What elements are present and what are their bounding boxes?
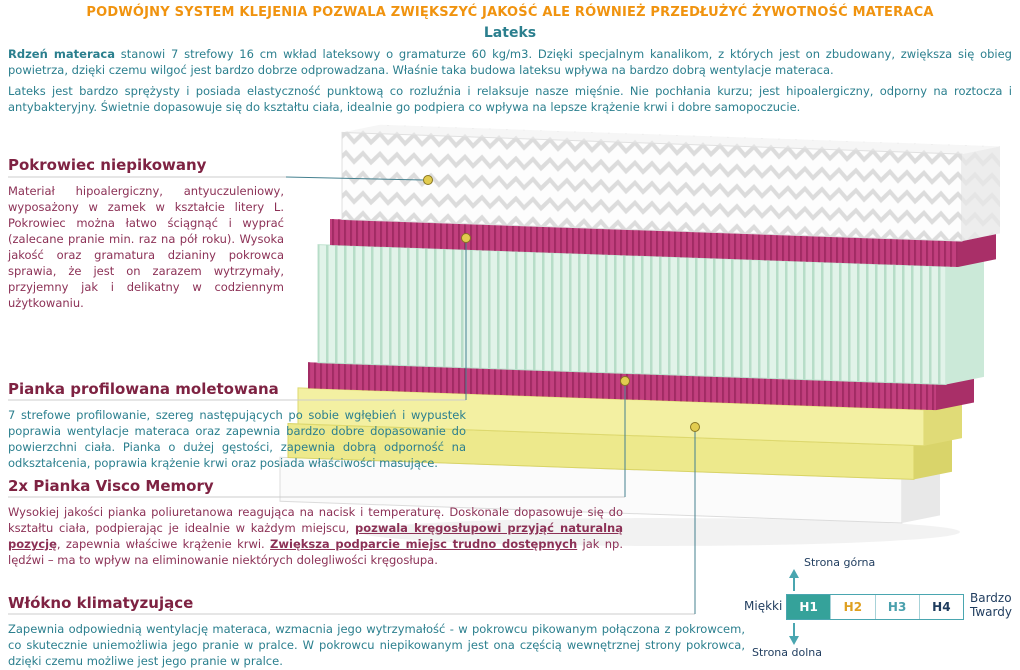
layer-cover-end-quilt [962,146,1000,242]
hardness-hard-label-line1: Bardzo [970,591,1012,605]
arrow-up-icon [789,569,799,591]
arrow-down-icon [789,623,799,645]
layer-visco-memory-1-end [924,402,962,446]
section-wlokno-text: Zapewnia odpowiednią wentylację materaca… [8,622,745,668]
section-pianka-profilowana-title: Pianka profilowana moletowana [8,380,279,398]
layer-base-foam-end [902,471,940,524]
visco-text-2: , zapewnia właściwe krążenie krwi. [56,537,271,551]
section-lateks: Lateks Rdzeń materaca stanowi 7 strefowy… [8,25,1012,120]
section-wlokno-title: Włókno klimatyzujące [8,594,194,612]
layer-cover-front-quilt [342,132,962,242]
layer-visco-memory-2-end [914,437,952,480]
visco-highlight-2: Zwiększa podparcie miejsc trudno dostępn… [270,537,578,551]
lateks-paragraph-1-lead: Rdzeń materaca [8,47,115,61]
hardness-level-h2: H2 [831,595,876,619]
hardness-level-h4: H4 [932,600,951,614]
callout-line-cover [285,176,425,181]
section-pianka-profilowana-text: 7 strefowe profilowanie, szereg następuj… [8,408,466,470]
section-visco-memory-title: 2x Pianka Visco Memory [8,477,214,495]
callout-dot-wlokno [690,422,700,432]
hardness-soft-label: Miękki [744,599,783,613]
hardness-hard-label-line2: Twardy [970,605,1012,619]
layer-latex-core-end [946,258,984,385]
section-lateks-title: Lateks [483,25,537,41]
section-visco-memory-text: Wysokiej jakości pianka poliuretanowa re… [8,504,623,568]
mattress-illustration [279,124,1000,524]
hardness-levels-box: H1 H2 H3 H4 [786,594,964,620]
top-banner: PODWÓJNY SYSTEM KLEJENIA POZWALA ZWIĘKSZ… [86,5,934,20]
lateks-paragraph-1: Rdzeń materaca stanowi 7 strefowy 16 cm … [8,46,1012,78]
hardness-top-side-label: Strona górna [804,556,876,569]
layer-foam-pink-top-ribs [330,219,958,267]
hardness-level-h3: H3 [876,595,920,619]
mattress-shadow [360,518,960,546]
visco-text-3: jak np. lędźwi – ma to wpływ na eliminow… [8,537,623,567]
section-wlokno: Włókno klimatyzujące Zapewnia odpowiedni… [8,594,745,669]
callout-dot-cover [423,175,433,185]
section-pokrowiec-title: Pokrowiec niepikowany [8,156,207,174]
lateks-paragraph-1-rest: stanowi 7 strefowy 16 cm wkład lateksowy… [8,47,1012,77]
section-pokrowiec-text: Materiał hipoalergiczny, antyuczuleniowy… [8,184,284,310]
lateks-paragraph-2: Lateks jest bardzo sprężysty i posiada e… [8,84,1012,114]
layer-foam-pink-bottom-ribs [308,362,936,411]
section-visco-memory: 2x Pianka Visco Memory Wysokiej jakości … [8,477,623,568]
visco-text-1: Wysokiej jakości pianka poliuretanowa re… [8,505,623,535]
layer-latex-core-channels [318,244,946,385]
section-pokrowiec: Pokrowiec niepikowany Materiał hipoalerg… [8,156,284,311]
hardness-level-h1: H1 [787,595,832,619]
layer-cover-top-quilt [342,124,1000,155]
callout-dot-pianka [461,233,471,243]
visco-highlight-1: pozwala kręgosłupowi przyjąć naturalną p… [8,521,623,551]
section-pianka-profilowana: Pianka profilowana moletowana 7 strefowe… [8,380,466,471]
callout-dot-visco [620,376,630,386]
layer-foam-pink-top-end [958,233,996,267]
hardness-scale: Strona górna Miękki H1 H2 H3 H4 Bardzo T… [744,556,1016,668]
hardness-bottom-side-label: Strona dolna [752,646,822,659]
